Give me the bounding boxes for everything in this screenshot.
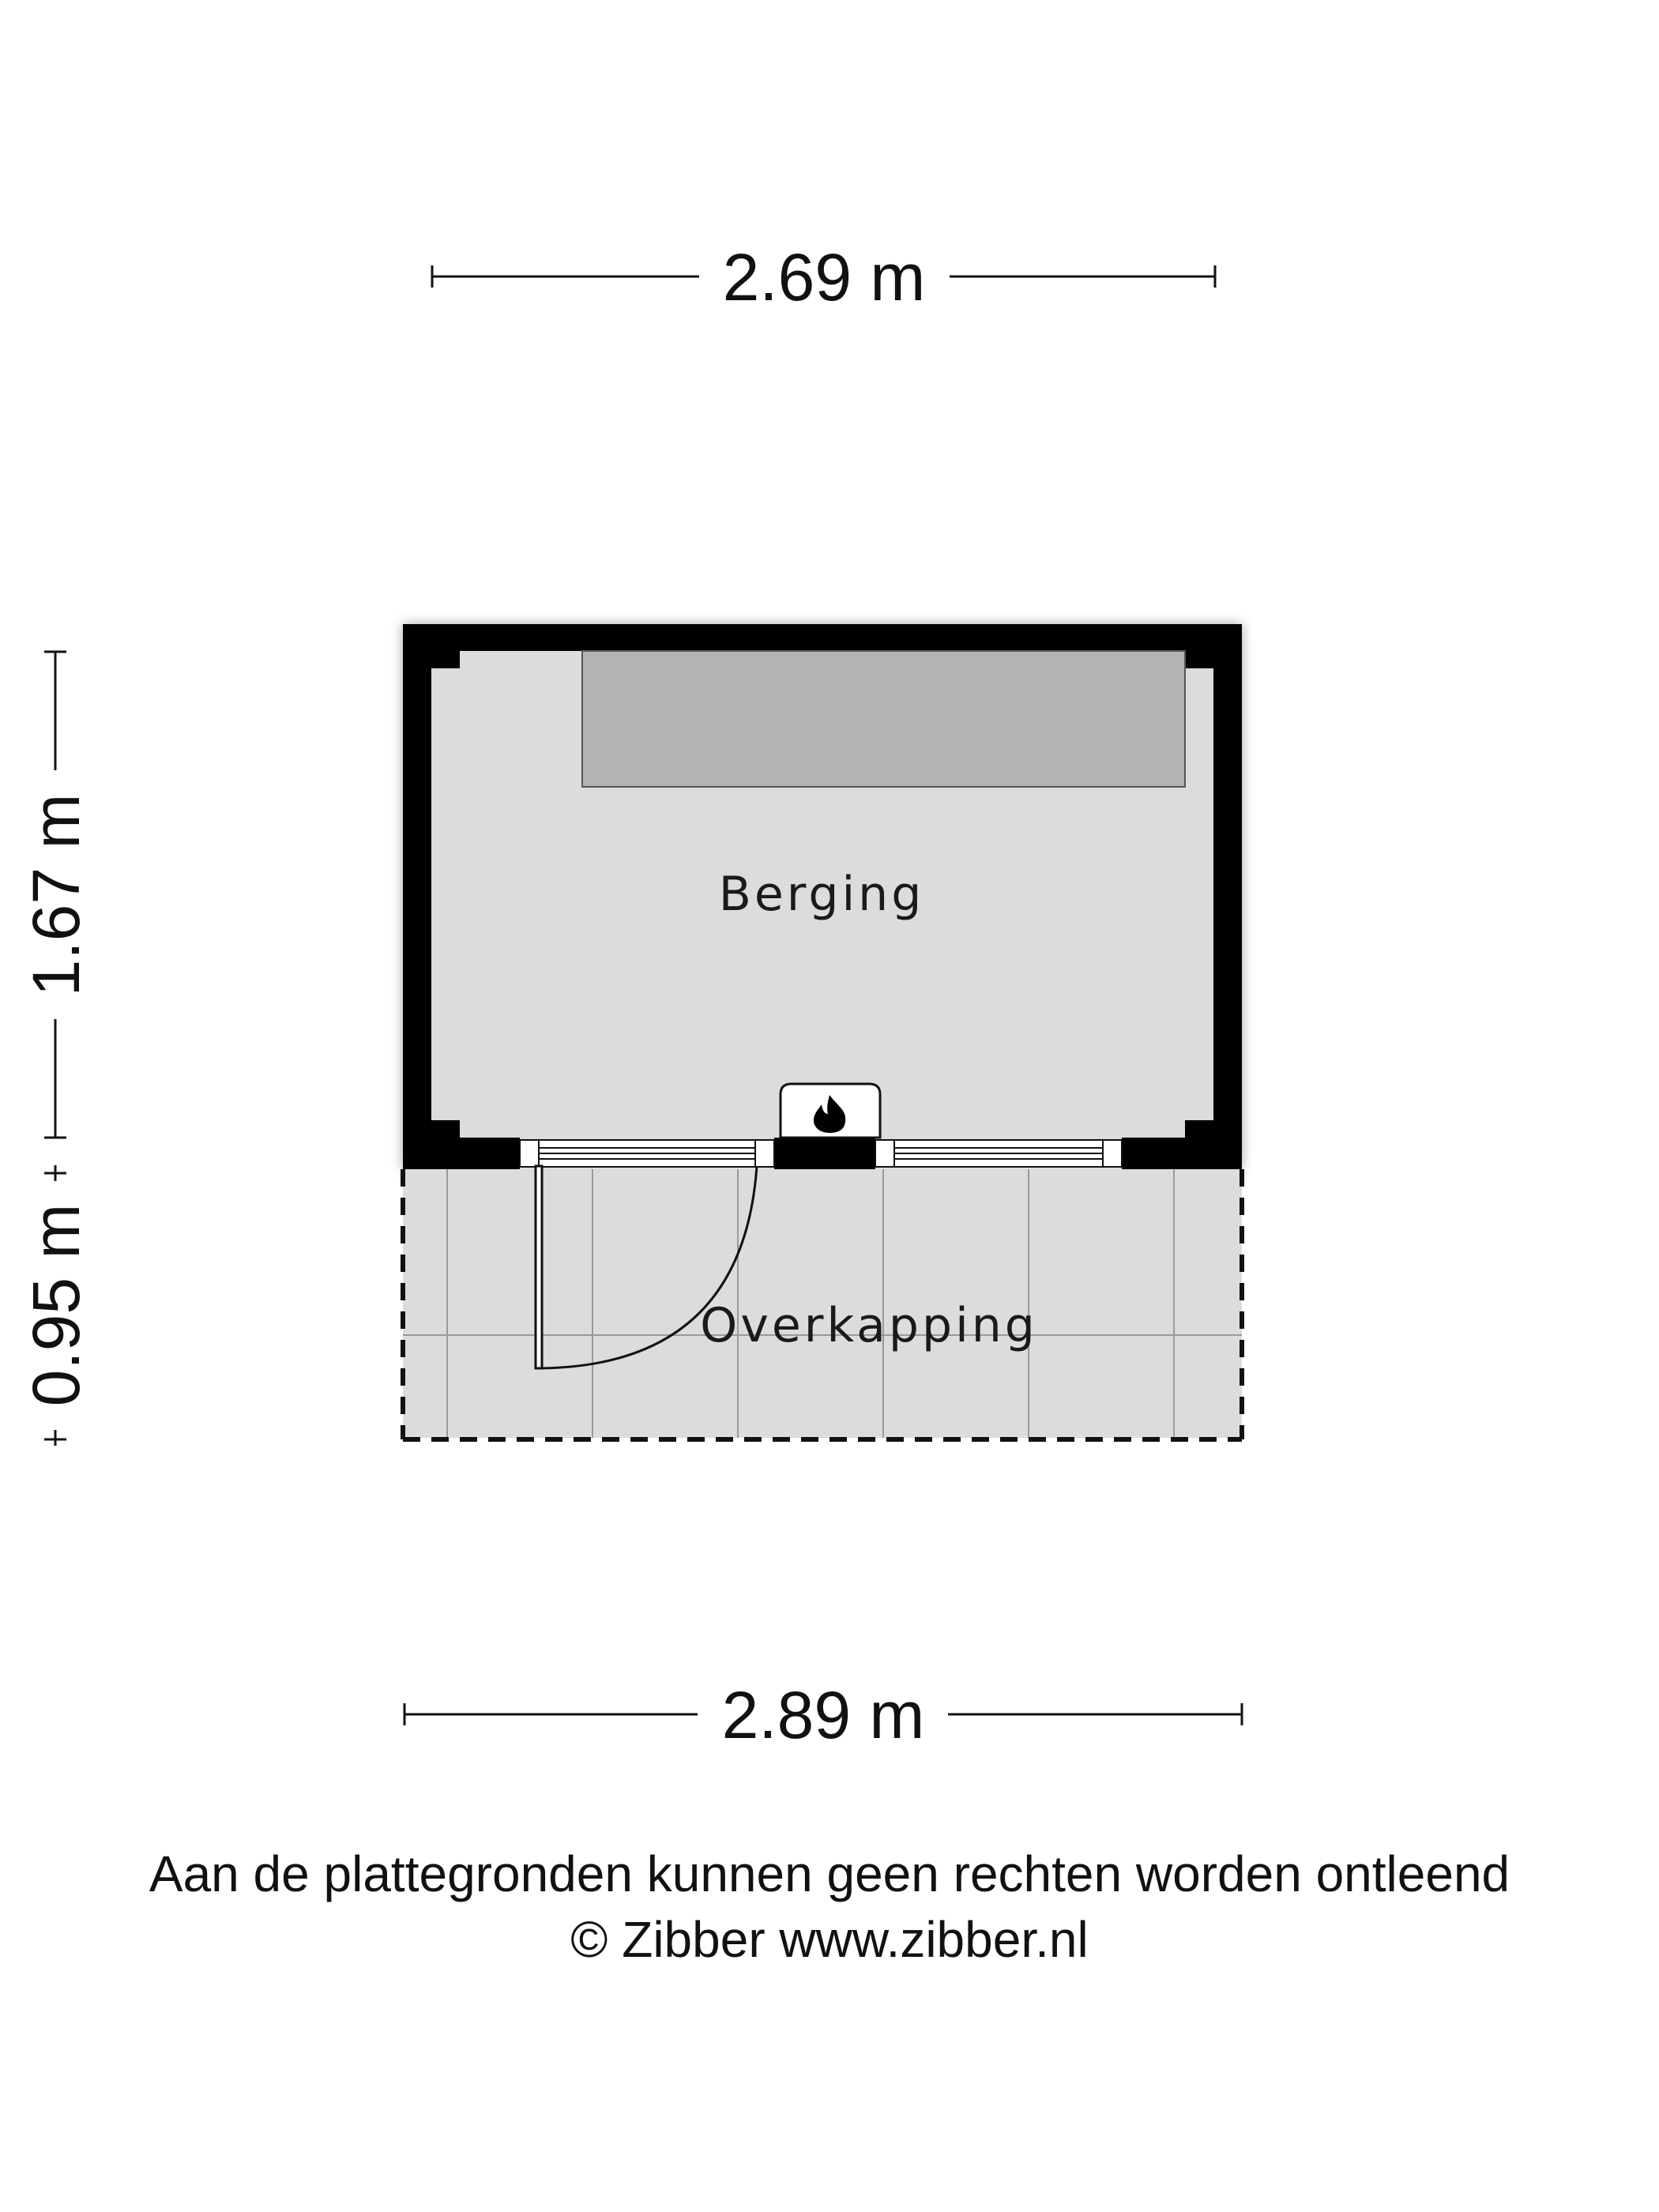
boiler	[779, 1082, 882, 1139]
room-label-berging: Berging	[719, 867, 925, 922]
bottom-dimension	[403, 1703, 1243, 1725]
left-dimension	[44, 650, 66, 1446]
top-dimension	[431, 265, 1217, 288]
room-label-overkapping: Overkapping	[700, 1298, 1038, 1353]
storage-cabinet	[581, 650, 1186, 788]
disclaimer-text: Aan de plattegronden kunnen geen rechten…	[149, 1845, 1510, 1902]
left-dimension-berging-label: 1.67 m	[19, 794, 93, 997]
top-dimension-label: 2.69 m	[723, 240, 926, 314]
fire-icon	[814, 1095, 846, 1133]
front-window-left	[519, 1139, 775, 1168]
copyright-text: © Zibber www.zibber.nl	[570, 1911, 1089, 1968]
door-swing	[534, 1164, 758, 1370]
front-window-right	[875, 1139, 1123, 1168]
bottom-dimension-label: 2.89 m	[722, 1678, 925, 1752]
walls	[403, 624, 1242, 1169]
left-dimension-overkapping-label: 0.95 m	[19, 1204, 93, 1407]
